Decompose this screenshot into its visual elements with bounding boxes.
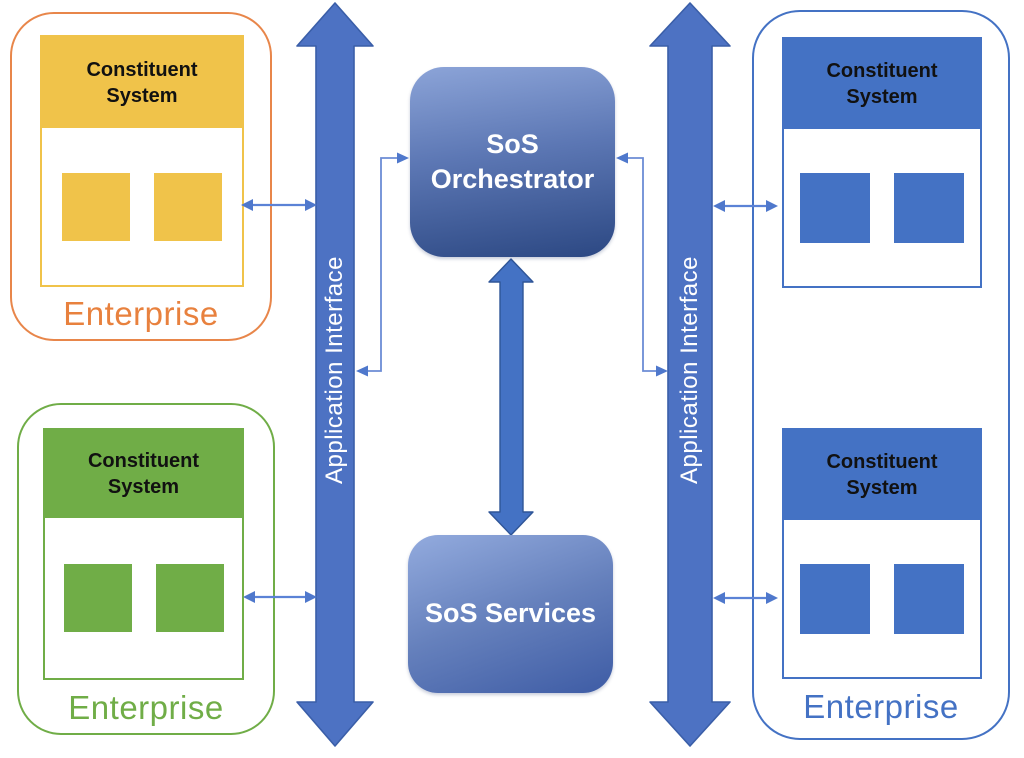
module-square [154,172,222,241]
constituent-system-box-top-left: Constituent System [40,35,244,287]
enterprise-label: Enterprise [68,689,224,726]
module-square [894,172,964,243]
module-square [800,172,870,243]
constituent-system-header: Constituent System [42,37,242,128]
application-interface-arrow-right [649,2,731,747]
connector-orchestrator-right [616,152,668,377]
connector-bottomleft-enterprise [243,591,317,603]
application-interface-label-right: Application Interface [676,256,703,484]
sos-orchestrator-label: SoS Orchestrator [430,128,595,194]
constituent-system-body [45,518,242,678]
enterprise-label: Enterprise [63,295,219,332]
constituent-system-box-right-bottom: Constituent System [782,428,982,679]
constituent-system-header: Constituent System [784,430,980,520]
connector-topleft-enterprise [241,199,317,211]
enterprise-box-bottom-left: Constituent System Enterprise [17,403,275,735]
constituent-system-box-bottom-left: Constituent System [43,428,244,680]
constituent-system-header: Constituent System [784,39,980,129]
constituent-system-header: Constituent System [45,430,242,518]
module-square [800,563,870,634]
connector-right-enterprise-top [713,200,778,212]
sos-services-label: SoS Services [424,598,597,629]
sos-services-node: SoS Services [408,535,613,693]
enterprise-label: Enterprise [803,688,959,725]
module-square [894,563,964,634]
connector-orchestrator-left [356,152,409,377]
application-interface-arrow-left [296,2,374,747]
enterprise-box-right: Constituent System Constituent System En… [752,10,1010,740]
constituent-system-body [784,129,980,286]
orchestrator-services-arrow [488,258,534,536]
module-square [63,564,132,632]
constituent-system-title: Constituent System [86,58,198,107]
constituent-system-body [42,128,242,285]
constituent-system-title: Constituent System [87,450,200,498]
application-interface-label-left: Application Interface [321,256,348,484]
module-square [155,564,224,632]
constituent-system-box-right-top: Constituent System [782,37,982,288]
sos-orchestrator-node: SoS Orchestrator [410,67,615,257]
enterprise-box-top-left: Constituent System Enterprise [10,12,272,341]
constituent-system-title: Constituent System [826,451,938,499]
constituent-system-body [784,520,980,677]
connector-right-enterprise-bottom [713,592,778,604]
constituent-system-title: Constituent System [826,60,938,108]
module-square [62,172,130,241]
